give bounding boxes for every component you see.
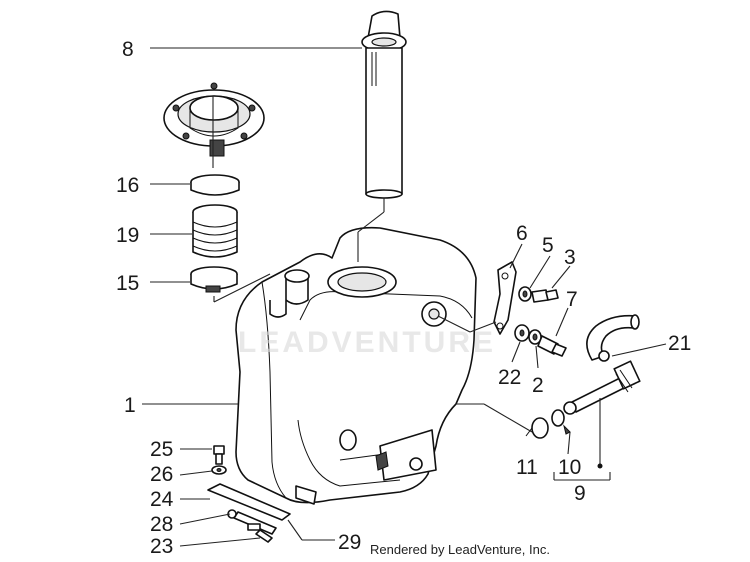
leader-lines bbox=[142, 47, 667, 547]
callout-11: 11 bbox=[516, 456, 538, 479]
callout-21: 21 bbox=[668, 332, 691, 355]
washer-22[interactable] bbox=[514, 324, 530, 342]
callout-29: 29 bbox=[338, 531, 361, 554]
filler-flange[interactable] bbox=[163, 82, 265, 157]
callout-23: 23 bbox=[150, 535, 173, 558]
fuel-sender[interactable] bbox=[361, 10, 407, 199]
washer-26[interactable] bbox=[211, 465, 227, 475]
callout-15: 15 bbox=[116, 272, 139, 295]
callout-19: 19 bbox=[116, 224, 139, 247]
hose-clamp-11[interactable] bbox=[525, 417, 549, 439]
strap-bracket[interactable] bbox=[207, 483, 291, 535]
screw-23[interactable] bbox=[255, 529, 273, 543]
washer-5[interactable] bbox=[518, 286, 532, 302]
mounting-bracket[interactable] bbox=[493, 261, 517, 335]
spacer-28[interactable] bbox=[227, 509, 261, 531]
callout-labels: 8 16 19 15 1 6 5 3 7 22 2 21 11 10 9 25 … bbox=[116, 38, 691, 558]
bolt-3[interactable] bbox=[531, 289, 559, 303]
o-ring-10[interactable] bbox=[551, 409, 571, 435]
callout-16: 16 bbox=[116, 174, 139, 197]
callout-25: 25 bbox=[150, 438, 173, 461]
vent-hose[interactable] bbox=[586, 314, 640, 362]
callout-6: 6 bbox=[516, 222, 528, 245]
fuel-tank[interactable]: LEADVENTURE bbox=[235, 226, 496, 505]
callout-3: 3 bbox=[564, 246, 576, 269]
callout-1: 1 bbox=[124, 394, 136, 417]
filler-hose[interactable] bbox=[192, 204, 238, 258]
bolt-7[interactable] bbox=[537, 335, 567, 357]
callout-26: 26 bbox=[150, 463, 173, 486]
callout-7: 7 bbox=[566, 288, 578, 311]
callout-24: 24 bbox=[150, 488, 174, 511]
clamp-upper[interactable] bbox=[190, 174, 240, 196]
callout-10: 10 bbox=[558, 456, 581, 479]
callout-9: 9 bbox=[574, 482, 586, 505]
screw-25[interactable] bbox=[213, 445, 225, 465]
pickup-end-dot bbox=[597, 463, 603, 469]
callout-2: 2 bbox=[532, 374, 544, 397]
render-credit: Rendered by LeadVenture, Inc. bbox=[370, 542, 550, 557]
callout-8: 8 bbox=[122, 38, 134, 61]
washer-2[interactable] bbox=[528, 329, 542, 345]
clamp-lower[interactable] bbox=[190, 266, 238, 293]
callout-5: 5 bbox=[542, 234, 554, 257]
watermark-text: LEADVENTURE bbox=[238, 326, 496, 359]
fuel-pickup[interactable] bbox=[563, 360, 641, 415]
callout-28: 28 bbox=[150, 513, 173, 536]
callout-22: 22 bbox=[498, 366, 521, 389]
